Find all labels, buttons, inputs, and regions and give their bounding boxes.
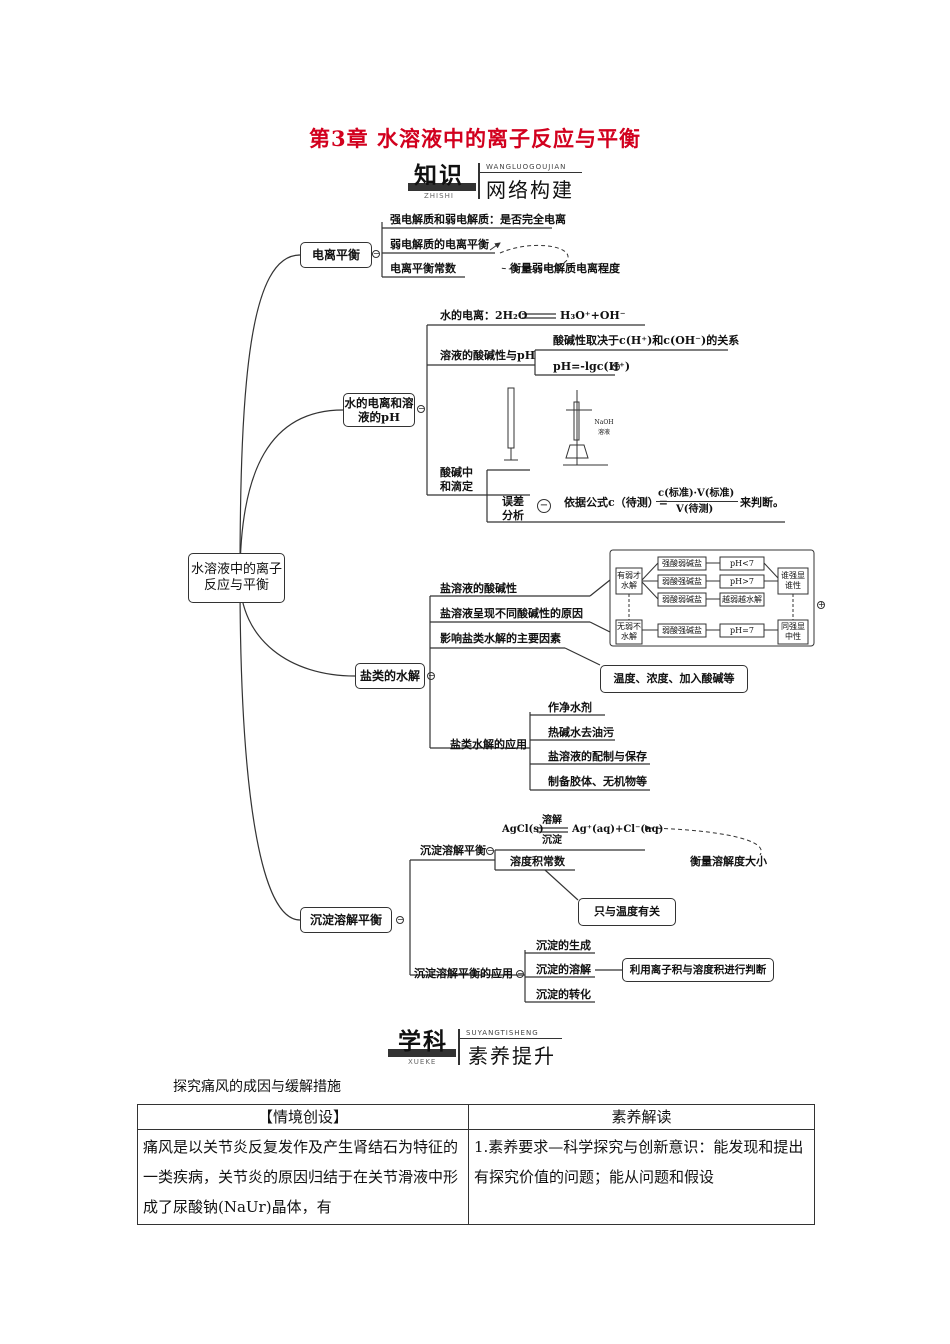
precip-ksp-note: 只与温度有关 — [578, 898, 676, 926]
collapse-icon: − — [486, 846, 494, 855]
table-row: 痛风是以关节炎反复发作及产生肾结石为特征的一类疾病，关节炎的原因归结于在关节滑液… — [137, 1129, 815, 1225]
rule-result-2: pH>7 — [730, 577, 754, 586]
network-header-big: 知识 — [414, 163, 464, 189]
titration-label: 酸碱中和滴定 — [440, 466, 473, 493]
rule-salt-4: 弱酸强碱盐 — [662, 626, 702, 635]
hydrolysis-app-4: 制备胶体、无机物等 — [548, 775, 647, 788]
rule-salt-3: 弱酸弱碱盐 — [662, 595, 702, 604]
literacy-header-sub: 素养提升 — [468, 1044, 556, 1068]
precip-eq-label: 沉淀溶解平衡 — [420, 844, 486, 857]
ionization-item-2: 弱电解质的电离平衡 — [390, 238, 489, 251]
precip-apps-note: 利用离子积与溶度积进行判断 — [622, 958, 774, 982]
rule-result-3: 越弱越水解 — [722, 595, 762, 604]
hydrolysis-apps-label: 盐类水解的应用 — [450, 738, 527, 751]
branch-hydrolysis: 盐类的水解 — [355, 663, 425, 689]
hydrolysis-app-3: 盐溶液的配制与保存 — [548, 750, 647, 763]
precip-app-2: 沉淀的溶解 — [536, 963, 591, 976]
collapse-icon: − — [396, 915, 404, 924]
table-header-scenario: 【情境创设】 — [137, 1104, 469, 1130]
precip-apps-label: 沉淀溶解平衡的应用 — [414, 967, 513, 980]
error-formula-lead: 依据公式c（待测）= — [564, 496, 668, 509]
ionization-note: 衡量弱电解质电离程度 — [510, 262, 620, 275]
literacy-header-small-top: SUYANGTISHENG — [466, 1029, 539, 1037]
precip-note: 衡量溶解度大小 — [690, 855, 767, 868]
precip-app-1: 沉淀的生成 — [536, 939, 591, 952]
titration-apparatus-label: NaOH溶液 — [594, 419, 614, 436]
hydrolysis-item-3: 影响盐类水解的主要因素 — [440, 632, 561, 645]
rule-salt-1: 强酸弱碱盐 — [662, 559, 702, 568]
rule-has-weak: 有弱才水解 — [617, 571, 641, 590]
water-ionization: 水的电离：2H₂O — [440, 309, 528, 322]
rule-result-1: pH<7 — [730, 559, 754, 568]
rule-result-4: pH=7 — [730, 626, 754, 635]
network-header: 知识 WANGLUOGOUJIAN ZHISHI 网络构建 — [408, 160, 583, 202]
precip-eq-bottom: 沉淀 — [542, 835, 562, 846]
precip-ksp: 溶度积常数 — [510, 855, 565, 868]
network-header-sub: 网络构建 — [486, 178, 574, 202]
hydrolysis-app-2: 热碱水去油污 — [548, 726, 614, 739]
precip-eq-left: AgCl(s) — [502, 824, 544, 835]
network-header-small-top: WANGLUOGOUJIAN — [486, 163, 567, 171]
error-formula-denominator: V(待测) — [676, 504, 714, 515]
chapter-title: 第3章 水溶液中的离子反应与平衡 — [309, 126, 641, 151]
ph-label: 溶液的酸碱性与pH — [440, 349, 536, 362]
water-ionization-products: H₃O⁺+OH⁻ — [560, 309, 626, 322]
rule-salt-2: 弱酸强碱盐 — [662, 577, 702, 586]
table-header-row: 【情境创设】 素养解读 — [137, 1104, 815, 1130]
table-cell-scenario: 痛风是以关节炎反复发作及产生肾结石为特征的一类疾病，关节炎的原因归结于在关节滑液… — [137, 1129, 469, 1225]
hydrolysis-factors: 温度、浓度、加入酸碱等 — [600, 665, 748, 693]
literacy-header-small-bottom: XUEKE — [408, 1058, 437, 1066]
ionization-item-1: 强电解质和弱电解质：是否完全电离 — [390, 213, 566, 226]
collapse-icon: − — [516, 969, 524, 978]
literacy-header-big: 学科 — [398, 1029, 448, 1055]
table-cell-interpretation: 1.素养要求—科学探究与创新意识：能发现和提出有探究价值的问题；能从问题和假设 — [468, 1129, 815, 1225]
collapse-icon: − — [427, 671, 435, 680]
rule-who-strong: 谁强显谁性 — [781, 571, 805, 590]
literacy-table: 【情境创设】 素养解读 痛风是以关节炎反复发作及产生肾结石为特征的一类疾病，关节… — [137, 1104, 815, 1225]
precip-eq-right: Ag⁺(aq)+Cl⁻(aq) — [572, 824, 664, 835]
precip-eq-top: 溶解 — [542, 815, 562, 826]
collapse-icon: − — [537, 499, 551, 513]
ionization-item-3: 电离平衡常数 — [390, 262, 456, 275]
rule-same-strong: 同强显中性 — [781, 622, 805, 641]
hydrolysis-item-1: 盐溶液的酸碱性 — [440, 582, 517, 595]
error-formula-numerator: c(标准)·V(标准) — [658, 488, 735, 499]
section-intro: 探究痛风的成因与缓解措施 — [173, 1079, 341, 1095]
rule-no-weak: 无弱不水解 — [617, 622, 641, 641]
hydrolysis-item-2: 盐溶液呈现不同酸碱性的原因 — [440, 607, 583, 620]
collapse-icon: − — [417, 404, 425, 413]
error-formula-tail: 来判断。 — [740, 496, 784, 509]
hydrolysis-app-1: 作净水剂 — [548, 701, 592, 714]
error-label: 误差分析 — [502, 495, 524, 522]
network-header-small-bottom: ZHISHI — [424, 192, 454, 200]
collapse-icon: − — [372, 249, 380, 258]
expand-icon: + — [817, 600, 825, 609]
literacy-header: 学科 SUYANGTISHENG XUEKE 素养提升 — [388, 1026, 563, 1068]
mindmap-root: 水溶液中的离子反应与平衡 — [188, 553, 285, 603]
branch-ionization: 电离平衡 — [300, 242, 372, 268]
expand-icon: + — [612, 362, 620, 371]
branch-water: 水的电离和溶液的pH — [343, 393, 415, 427]
precip-app-3: 沉淀的转化 — [536, 988, 591, 1001]
fraction-bar — [656, 501, 738, 502]
table-header-interpretation: 素养解读 — [468, 1104, 815, 1130]
ph-item-2: pH=-lgc(H⁺) — [553, 360, 631, 373]
ph-item-1: 酸碱性取决于c(H⁺)和c(OH⁻)的关系 — [553, 334, 740, 347]
branch-precipitation: 沉淀溶解平衡 — [300, 907, 392, 933]
